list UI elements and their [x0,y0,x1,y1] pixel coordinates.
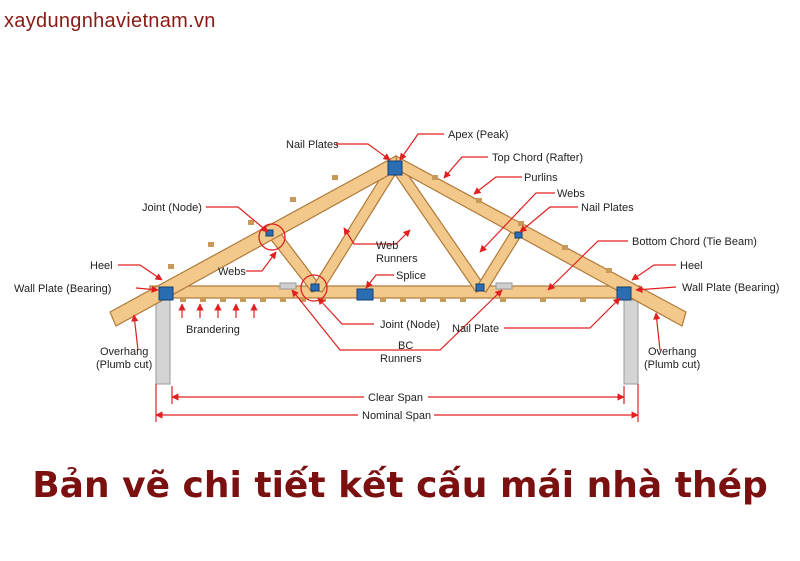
top-chord-left [109,155,399,327]
node-plate-bottom-left [310,283,320,292]
label-overhang-left-1: Overhang [100,346,148,358]
node-plate-top-left [265,229,274,237]
label-webs-left: Webs [218,266,246,278]
dimension-lines [155,384,639,422]
label-overhang-right-1: Overhang [648,346,696,358]
label-nail-plates-right: Nail Plates [581,202,634,214]
label-bc-runners-1: BC [398,340,413,352]
right-wall-post [623,299,639,385]
label-bc-runners-2: Runners [380,353,422,365]
label-wall-plate-right: Wall Plate (Bearing) [682,282,779,294]
node-plate-bottom-right [475,283,485,292]
apex-nail-plate [387,160,403,176]
bc-runner-right [495,282,513,290]
label-webs-right: Webs [557,188,585,200]
heel-plate-right [616,286,632,301]
label-heel-left: Heel [90,260,113,272]
left-wall-post [155,299,171,385]
label-brandering: Brandering [186,324,240,336]
joint-circle-bottom [300,274,328,302]
label-splice: Splice [396,270,426,282]
label-nail-plates-top: Nail Plates [286,139,339,151]
brandering-arrows [178,303,258,318]
purlins [168,175,612,273]
label-nominal-span: Nominal Span [362,410,431,422]
label-web-runners-1: Web [376,240,398,252]
site-watermark: xaydungnhavietnam.vn [4,10,216,32]
label-apex: Apex (Peak) [448,129,509,141]
label-web-runners-2: Runners [376,253,418,265]
label-overhang-right-2: (Plumb cut) [644,359,700,371]
label-top-chord: Top Chord (Rafter) [492,152,583,164]
joint-circle-top [258,223,286,251]
label-heel-right: Heel [680,260,703,272]
node-plate-top-right [514,231,523,239]
label-clear-span: Clear Span [368,392,423,404]
bottom-chord [149,285,641,299]
bc-runner-left [279,282,297,290]
splice-plate [356,288,374,301]
label-joint-node-bottom: Joint (Node) [380,319,440,331]
label-purlins: Purlins [524,172,558,184]
brandering-battens [180,298,586,302]
label-joint-node-top: Joint (Node) [142,202,202,214]
label-bottom-chord: Bottom Chord (Tie Beam) [632,236,757,248]
heel-plate-left [158,286,174,301]
label-overhang-left-2: (Plumb cut) [96,359,152,371]
label-nail-plate: Nail Plate [452,323,499,335]
diagram-caption: Bản vẽ chi tiết kết cấu mái nhà thép [32,465,768,506]
leader-lines [118,133,677,351]
label-wall-plate-left: Wall Plate (Bearing) [14,283,111,295]
